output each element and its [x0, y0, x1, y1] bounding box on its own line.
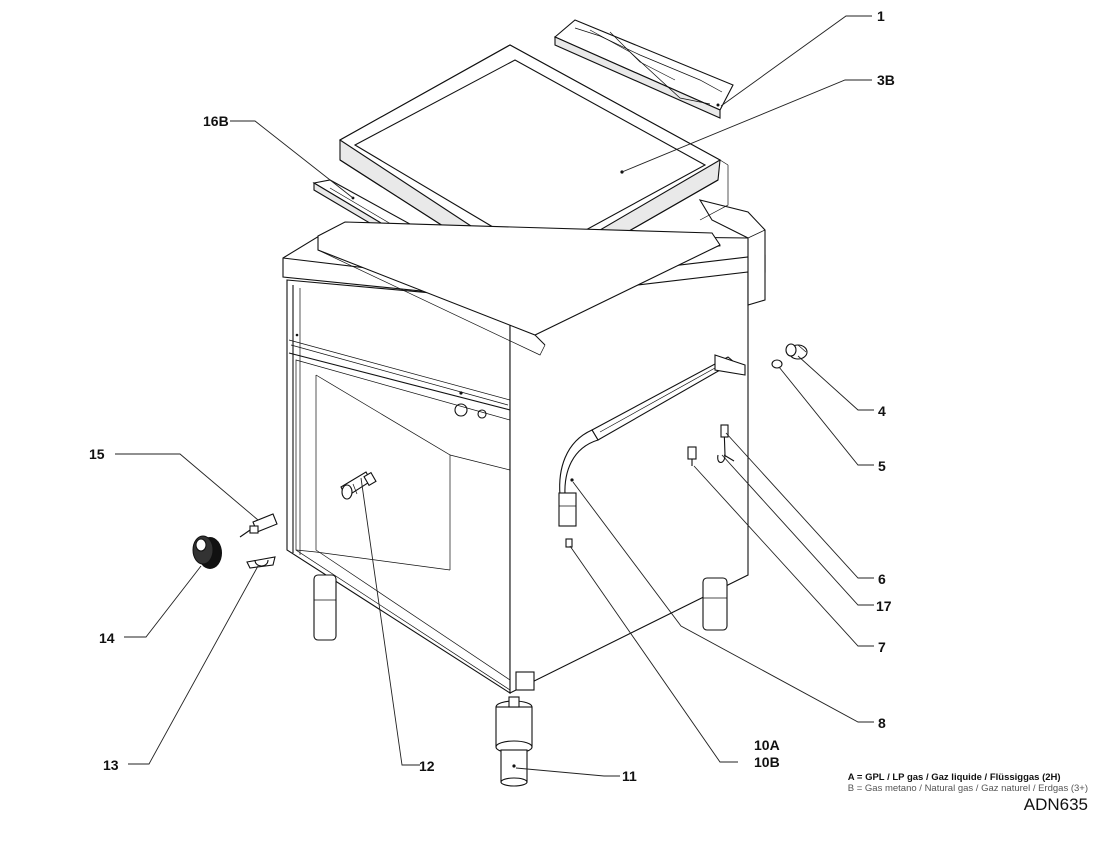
callout-14: 14 — [99, 630, 115, 646]
washer-part-5 — [771, 359, 783, 369]
switch-part-15 — [239, 513, 278, 538]
part-6-pilot — [720, 424, 729, 438]
legend-line-b: B = Gas metano / Natural gas / Gaz natur… — [847, 783, 1088, 794]
griddle-plate-3B — [338, 44, 729, 286]
callout-3B: 3B — [877, 72, 895, 88]
callout-labels: 1 3B 16B 4 5 6 17 7 8 10A 10B 11 12 13 1… — [89, 8, 895, 784]
foot-part-11 — [495, 696, 533, 787]
part-7-injector — [687, 446, 697, 466]
callout-10A: 10A — [754, 737, 780, 753]
drawing-code: ADN635 — [1023, 795, 1088, 814]
legs — [313, 574, 728, 691]
callout-6: 6 — [878, 571, 886, 587]
callout-5: 5 — [878, 458, 886, 474]
callout-11: 11 — [622, 768, 637, 784]
splash-guard-part-1 — [553, 19, 734, 119]
callout-17: 17 — [876, 598, 892, 614]
callout-1: 1 — [877, 8, 885, 24]
callout-15: 15 — [89, 446, 105, 462]
lower-tray — [317, 221, 721, 356]
callout-16B: 16B — [203, 113, 229, 129]
callout-7: 7 — [878, 639, 886, 655]
connector-part-4 — [785, 343, 808, 360]
valve-part-12 — [340, 471, 377, 500]
knob-part-14 — [192, 535, 222, 569]
clip-part-13 — [246, 556, 276, 569]
injector-part-10 — [565, 538, 573, 548]
gas-type-legend: A = GPL / LP gas / Gaz liquide / Flüssig… — [848, 772, 1088, 815]
callout-12: 12 — [419, 758, 435, 774]
burner-bracket — [714, 354, 746, 376]
callout-10B: 10B — [754, 754, 780, 770]
part-17-thermocouple — [717, 425, 735, 464]
callout-8: 8 — [878, 715, 886, 731]
legend-line-a: A = GPL / LP gas / Gaz liquide / Flüssig… — [847, 772, 1061, 783]
leader-lines — [115, 15, 874, 777]
callout-13: 13 — [103, 757, 119, 773]
callout-4: 4 — [878, 403, 886, 419]
